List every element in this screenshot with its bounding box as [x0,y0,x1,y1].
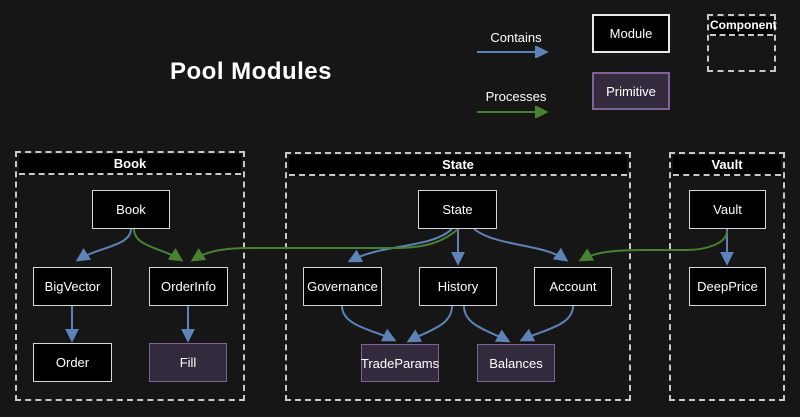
legend-module-swatch: Module [592,14,670,53]
node-orderinfo: OrderInfo [149,267,228,306]
legend-contains-label: Contains [490,30,542,45]
cluster-state: State [285,152,631,401]
processes-edges [133,228,728,262]
node-governance: Governance [303,267,382,306]
legend-processes-label: Processes [485,89,547,104]
node-bigvector: BigVector [33,267,112,306]
node-vault: Vault [689,190,766,229]
legend-component-swatch: Component [707,14,777,72]
page-title: Pool Modules [170,58,332,85]
node-tradeparams: TradeParams [361,344,439,382]
node-account: Account [534,267,612,306]
processes-arrow-icon [477,106,549,118]
cluster-vault: Vault [669,152,785,401]
node-order: Order [33,343,112,382]
node-deepprice: DeepPrice [689,267,766,306]
legend-primitive-swatch: Primitive [592,72,670,110]
node-state: State [418,190,497,229]
node-history: History [419,267,497,306]
node-book: Book [92,190,170,229]
node-fill: Fill [149,343,227,382]
cluster-state-title: State [289,155,627,176]
cluster-book: Book [15,151,245,401]
node-balances: Balances [477,344,555,382]
cluster-vault-title: Vault [673,155,781,176]
cluster-book-title: Book [19,154,241,175]
legend-component-label: Component [710,17,777,36]
contains-arrow-icon [477,46,549,58]
